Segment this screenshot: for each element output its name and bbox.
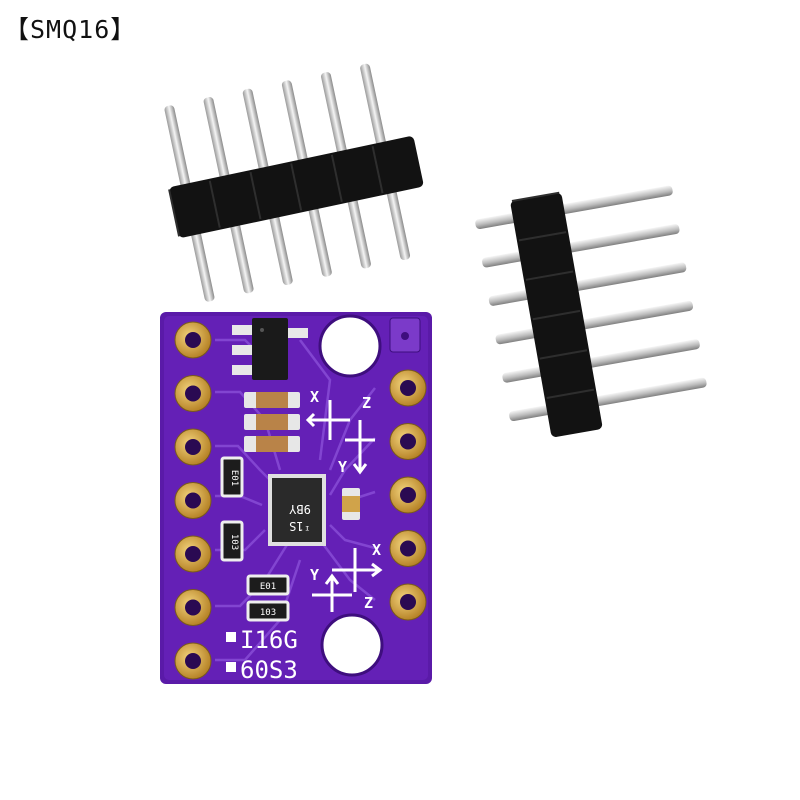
header-pin [502, 339, 700, 383]
resistor: 103 [246, 600, 290, 622]
header-pin [509, 377, 707, 422]
resistor: 103 [220, 520, 244, 562]
svg-text:E01: E01 [260, 582, 276, 592]
header-pin [475, 185, 673, 230]
silkscreen-label: 60S3 [240, 656, 298, 684]
axis-label-x: X [372, 541, 381, 559]
svg-text:103: 103 [229, 534, 239, 550]
capacitor-row [244, 392, 360, 520]
pin-header-top [164, 63, 424, 302]
axis-label-y: Y [338, 458, 347, 476]
axis-label-z: Z [364, 594, 373, 612]
voltage-regulator [232, 318, 308, 380]
mounting-hole [322, 615, 382, 675]
header-pin [488, 262, 687, 306]
axis-label-x: X [310, 388, 319, 406]
axis-indicator-top [305, 400, 375, 475]
silkscreen-label: I16G [240, 626, 298, 654]
mounting-hole [320, 316, 380, 376]
svg-text:103: 103 [260, 608, 276, 618]
resistor: E01 [246, 574, 290, 596]
watermark-text: 【SMQ16】 [4, 15, 137, 44]
axis-indicator-bottom [312, 548, 383, 612]
sensor-board: E01 103 E01 103 9BY ᴵ1S [160, 312, 432, 684]
svg-text:9BY: 9BY [288, 502, 310, 516]
sensor-chip: 9BY ᴵ1S [268, 474, 326, 546]
svg-text:E01: E01 [229, 470, 239, 486]
header-pin [482, 224, 680, 268]
pin-header-right [475, 185, 707, 437]
resistor: E01 [220, 456, 244, 498]
axis-label-y: Y [310, 566, 319, 584]
axis-label-z: Z [362, 394, 371, 412]
header-pin [495, 300, 694, 345]
svg-text:ᴵ1S: ᴵ1S [289, 519, 311, 533]
